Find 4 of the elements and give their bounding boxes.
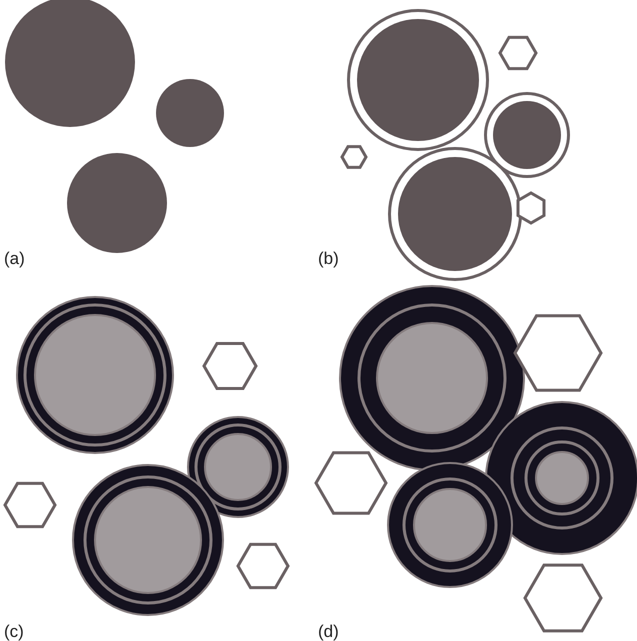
panel-label: (a) bbox=[4, 250, 25, 267]
panel-label: (c) bbox=[4, 623, 24, 640]
panel-label: (b) bbox=[318, 250, 339, 267]
panel-label: (d) bbox=[318, 623, 339, 640]
